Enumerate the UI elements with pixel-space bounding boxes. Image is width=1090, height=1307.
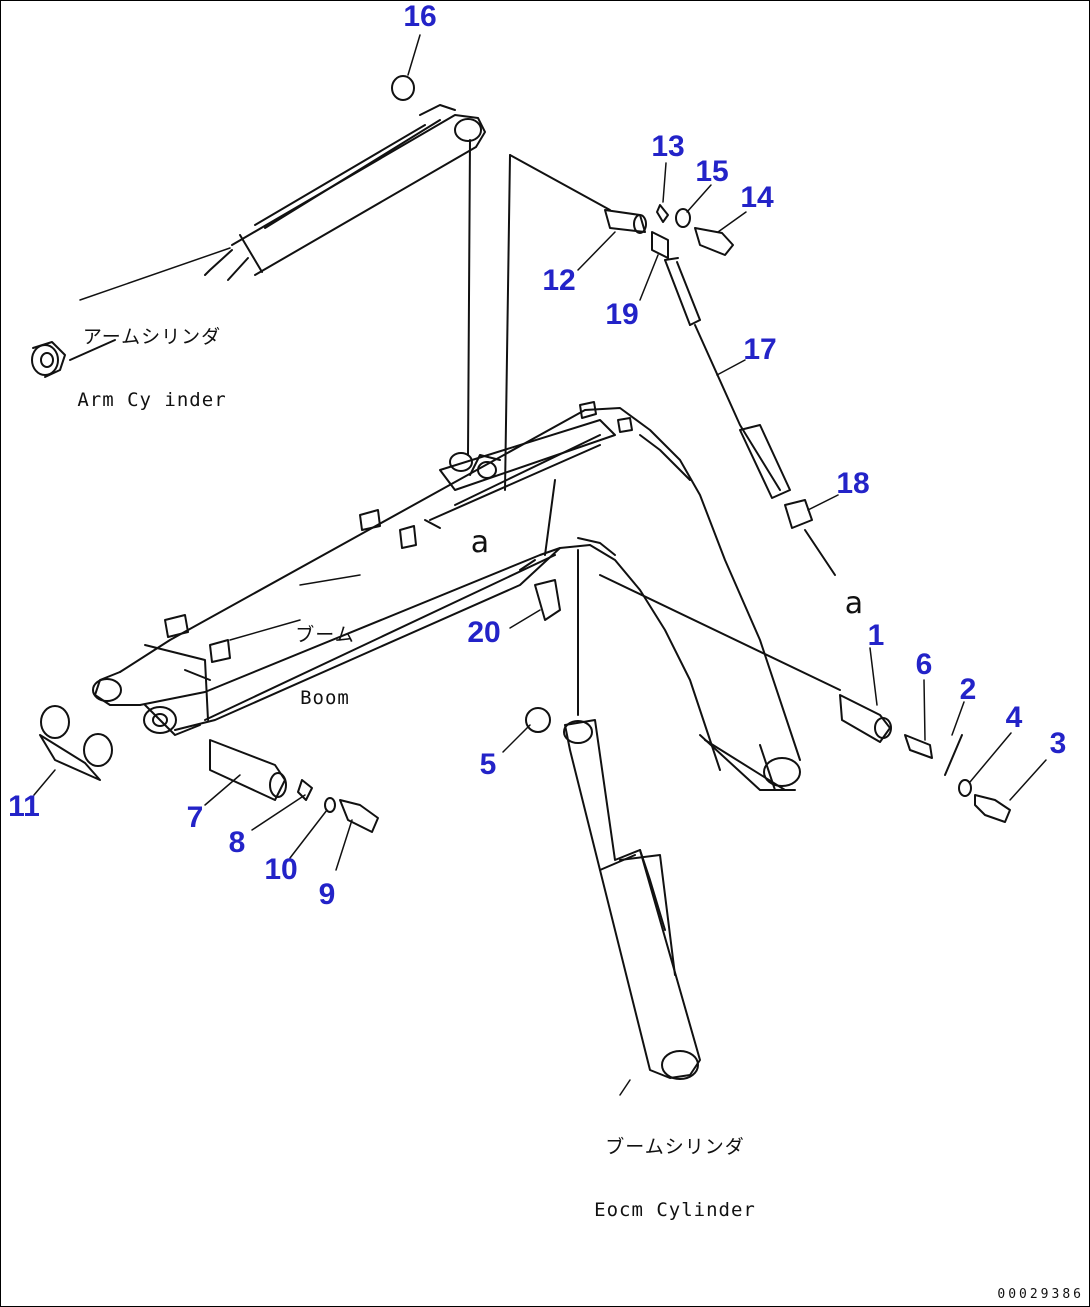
boom-cylinder-drawing: [525, 707, 701, 1080]
callout-2: 2: [959, 673, 977, 706]
boom-label-en: Boom: [300, 687, 350, 710]
boom-label-jp: ブーム: [295, 623, 355, 646]
callout-18: 18: [836, 467, 870, 500]
reference-mark-a-hose: a: [844, 586, 864, 621]
callout-14: 14: [740, 181, 774, 214]
callout-7: 7: [186, 801, 204, 834]
callout-11: 11: [8, 790, 40, 823]
arm-cylinder-drawing: [31, 75, 486, 378]
callout-6: 6: [915, 648, 933, 681]
callout-20: 20: [467, 616, 501, 649]
callout-16: 16: [403, 0, 437, 33]
callout-3: 3: [1049, 727, 1067, 760]
callout-9: 9: [318, 878, 336, 911]
callout-13: 13: [651, 130, 685, 163]
callout-1: 1: [867, 619, 885, 652]
boom-cylinder-label-jp: ブームシリンダ: [605, 1135, 745, 1158]
arm-cylinder-label-jp: アームシリンダ: [82, 325, 222, 348]
boom-label: ブーム Boom: [295, 582, 354, 731]
callout-4: 4: [1005, 701, 1023, 734]
small-parts-drawing: [39, 204, 1011, 833]
reference-mark-a-boom: a: [470, 525, 490, 560]
boom-drawing: [92, 139, 841, 791]
document-number: 00029386: [997, 1287, 1084, 1302]
callout-8: 8: [228, 826, 246, 859]
callout-17: 17: [743, 333, 777, 366]
boom-cylinder-label: ブームシリンダ Eocm Cylinder: [594, 1094, 756, 1243]
arm-cylinder-label-en: Arm Cy inder: [77, 389, 227, 412]
callout-5: 5: [479, 748, 497, 781]
callout-15: 15: [695, 155, 729, 188]
callout-19: 19: [605, 298, 639, 331]
boom-cylinder-label-en: Eocm Cylinder: [594, 1199, 756, 1222]
arm-cylinder-label: アームシリンダ Arm Cy inder: [77, 284, 226, 433]
callout-12: 12: [542, 264, 576, 297]
callout-10: 10: [264, 853, 298, 886]
leader-lines: [33, 34, 1047, 1096]
